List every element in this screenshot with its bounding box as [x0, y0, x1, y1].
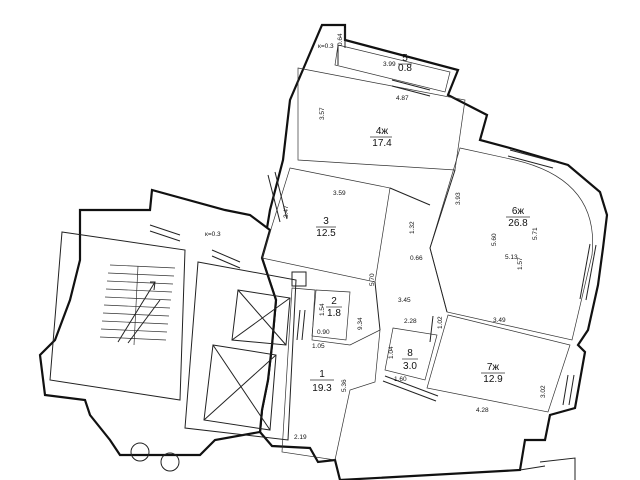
- dim-934: 9.34: [357, 317, 364, 330]
- wall-corridor-2: [374, 281, 381, 331]
- room-6-number: 6ж: [512, 206, 525, 217]
- dim-428: 4.28: [476, 407, 489, 414]
- dim-066: 0.66: [410, 255, 423, 262]
- dim-102: 1.02: [437, 316, 444, 329]
- dim-302: 3.02: [540, 385, 547, 398]
- room-6-area: 26.8: [508, 218, 528, 229]
- dim-357: 3.57: [319, 107, 326, 120]
- stairs: [49, 231, 186, 401]
- dim-536: 5.36: [341, 379, 348, 392]
- room-8-number: 8: [407, 348, 413, 359]
- balcony-coef-left: к=0.3: [205, 231, 221, 238]
- room-8-outline: [384, 327, 438, 381]
- room-3-area: 12.5: [316, 228, 336, 239]
- dim-513: 5.13: [505, 254, 518, 261]
- column-right: [160, 452, 180, 472]
- room-2-number: 2: [331, 296, 337, 307]
- dim-571: 5.71: [532, 227, 539, 240]
- room-7-area: 12.9: [483, 374, 503, 385]
- room-5-number: 5: [402, 53, 408, 64]
- outer-walls: [38, 23, 609, 480]
- wall-corridor: [389, 187, 431, 206]
- room-7-outline: [426, 314, 571, 413]
- dim-090: 0.90: [317, 329, 330, 336]
- column-left: [130, 442, 150, 462]
- room-labels: 4ж 17.4 5 0.8 3 12.5 6ж 26.8 2 1.8 8 3.0…: [310, 53, 530, 394]
- dim-393: 3.93: [455, 192, 462, 205]
- dim-570: 5.70: [369, 273, 376, 286]
- balcony-5-outline: [334, 44, 451, 93]
- elevators: [184, 261, 297, 441]
- dim-345: 3.45: [398, 297, 411, 304]
- dim-219: 2.19: [294, 434, 307, 441]
- room-6-outline: [429, 147, 594, 341]
- dim-347: 3.47: [283, 205, 290, 218]
- apartment-outline: [258, 23, 609, 480]
- room-4-area: 17.4: [372, 138, 392, 149]
- balcony-coef-top: к=0.3: [318, 43, 334, 50]
- dim-154: 1.54: [319, 303, 326, 316]
- windows: [149, 28, 597, 406]
- stair-hall: [49, 231, 186, 401]
- lift-shaft: [184, 261, 297, 441]
- dim-104: 1.04: [388, 346, 395, 359]
- bottom-right-walls: [519, 457, 576, 480]
- wall-6-left-top: [429, 169, 456, 249]
- dim-349: 3.49: [493, 317, 506, 324]
- stair-arrow: [117, 281, 156, 343]
- dim-399: 3.99: [383, 61, 396, 68]
- room-8-area: 3.0: [403, 361, 417, 372]
- room-3-number: 3: [323, 216, 329, 227]
- dim-160: 1.60: [394, 376, 407, 383]
- room-1-area: 19.3: [312, 383, 332, 394]
- dim-228: 2.28: [404, 318, 417, 325]
- dim-487: 4.87: [396, 95, 409, 102]
- dim-132: 1.32: [409, 221, 416, 234]
- vent-shaft: [291, 271, 307, 287]
- room-4-number: 4ж: [376, 126, 389, 137]
- dim-560: 5.60: [491, 233, 498, 246]
- room-1-outline: [281, 287, 381, 461]
- room-1-number: 1: [319, 369, 325, 380]
- room-7-number: 7ж: [487, 362, 500, 373]
- dim-359: 3.59: [333, 190, 346, 197]
- dim-064: 0.64: [337, 33, 344, 46]
- stair-block-outline: [38, 188, 278, 457]
- dimension-labels: к=0.3 к=0.3 0.64 3.99 4.87 3.57 3.59 3.4…: [205, 33, 547, 441]
- room-2-area: 1.8: [327, 308, 341, 319]
- dim-105: 1.05: [312, 343, 325, 350]
- stair-steps: [99, 264, 176, 346]
- wall-6-left-bottom: [429, 247, 448, 313]
- dim-157: 1.57: [517, 257, 524, 270]
- room-5-area: 0.8: [398, 63, 412, 74]
